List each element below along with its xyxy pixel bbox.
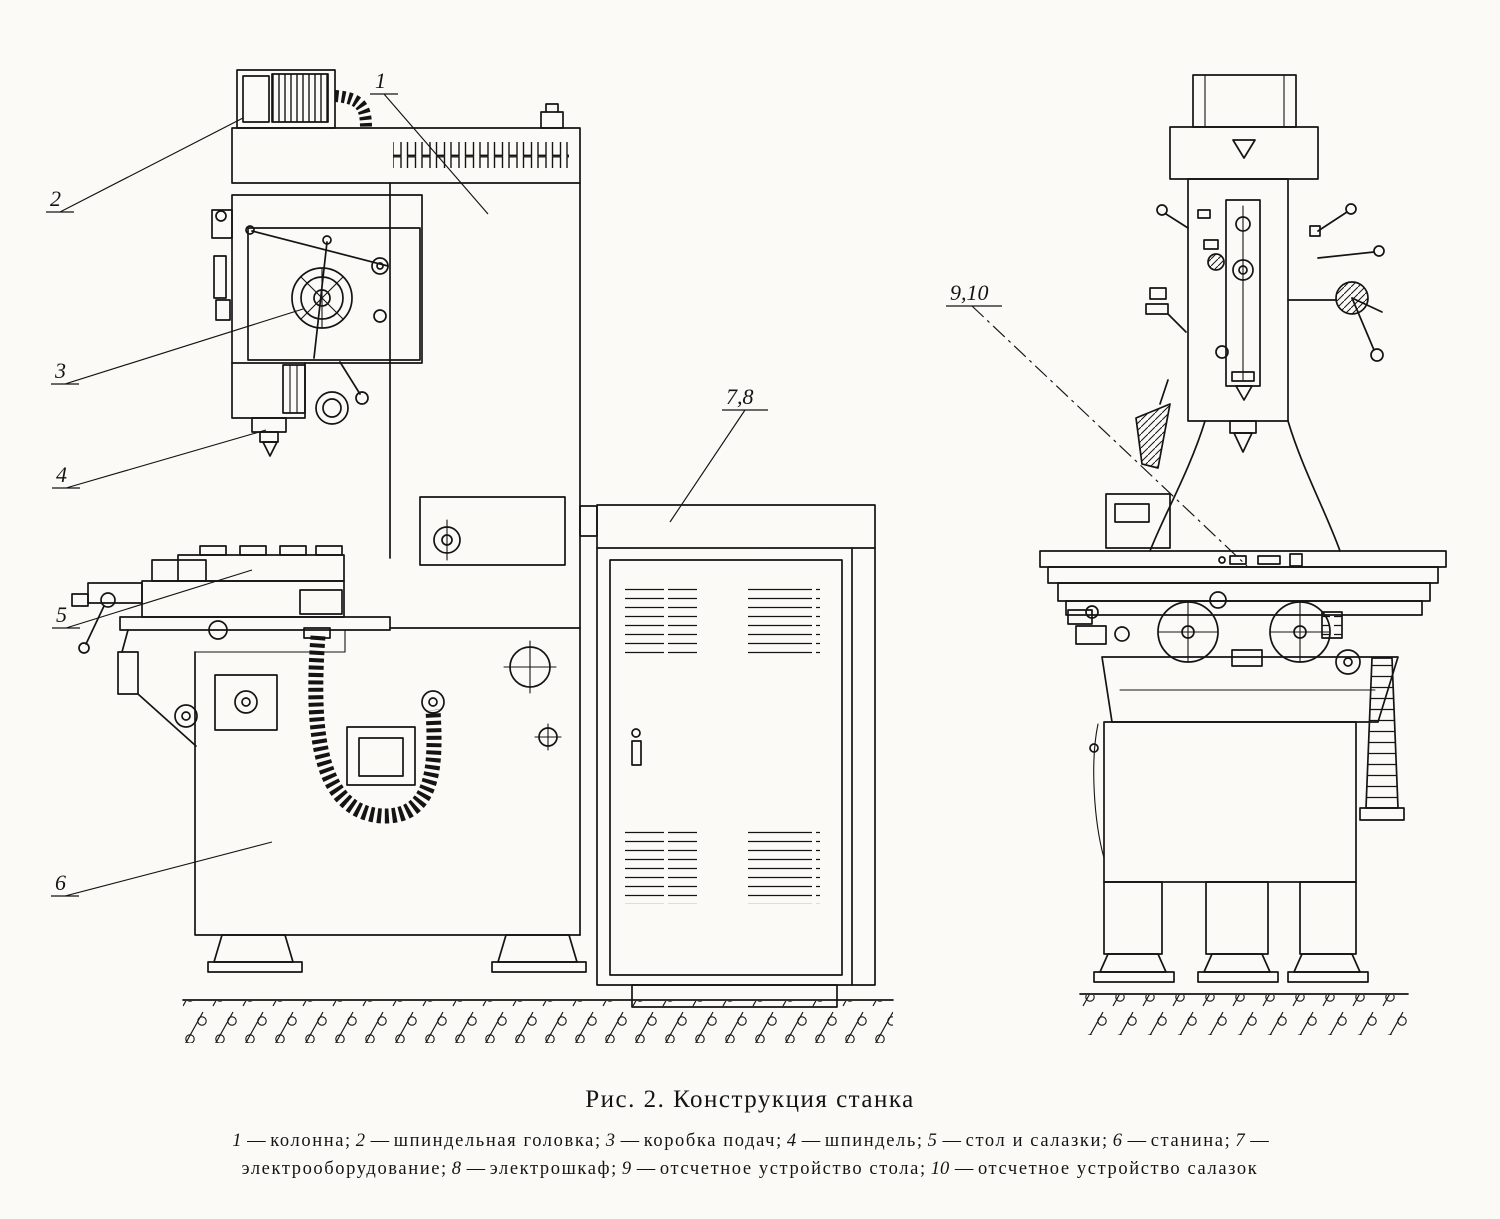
flexible-hose (303, 627, 445, 824)
legend-item: 2 — шпиндельная головка (355, 1131, 595, 1151)
drive-motor (236, 69, 372, 129)
legend-item: 5 — стол и салазки (927, 1131, 1102, 1151)
table-and-saddle (71, 545, 391, 654)
louver-vent (625, 583, 697, 659)
louver-vent (748, 583, 820, 659)
spindle-quill (231, 362, 349, 457)
saddle (141, 580, 345, 618)
spindle-tip-front (1233, 432, 1253, 453)
knee-bracket (117, 629, 278, 747)
table-handwheel-right (1269, 601, 1331, 663)
callout-label-5: 5 (56, 602, 67, 627)
callout-label-6: 6 (55, 870, 66, 895)
cable (1093, 723, 1105, 859)
callout-label-4: 4 (56, 462, 67, 487)
callout-label-3: 3 (54, 358, 66, 383)
elevating-screw-cover (1359, 657, 1405, 821)
column-body (389, 182, 598, 936)
head-left-details (1145, 204, 1189, 333)
table-front (1039, 550, 1447, 675)
louver-vent (625, 828, 697, 904)
base-window (346, 726, 416, 786)
work-table (177, 554, 345, 582)
callout-label-2: 2 (50, 186, 61, 211)
head-front (1187, 178, 1289, 453)
pedestal-front (1089, 721, 1369, 983)
electrical-cabinet (596, 504, 876, 1008)
spindle-head (211, 194, 423, 405)
side-control-box (1105, 493, 1171, 549)
callout-label-1: 1 (375, 68, 386, 93)
legend-item: 4 — шпиндель (786, 1131, 917, 1151)
right-view-front (1039, 74, 1447, 1035)
table-crank-handle (78, 592, 116, 654)
head-right-levers (1287, 203, 1385, 362)
figure-legend: 1 — колонна; 2 — шпиндельная головка; 3 … (168, 1128, 1332, 1184)
legend-item: 7 — электрооборудование (241, 1131, 1269, 1179)
ground-right (1079, 993, 1409, 1035)
column-top-front (1169, 74, 1319, 180)
legend-item: 10 — отсчетное устройство салазок (930, 1158, 1259, 1179)
readout-devices (1218, 553, 1303, 567)
feed-gear (1321, 611, 1343, 639)
column-flare (1149, 420, 1341, 552)
machine-base (194, 629, 587, 973)
motor-conduit (334, 90, 372, 129)
table-handwheel-left (1157, 601, 1219, 663)
door-handle (631, 728, 642, 766)
cabinet-door (609, 559, 843, 976)
lamp-funnel (1135, 379, 1171, 469)
gearbox-levers (245, 225, 389, 405)
base-feet (207, 934, 587, 973)
nameplate-triangle (1232, 139, 1256, 159)
callouts: 1 2 3 4 5 6 7,8 9,10 (46, 68, 1248, 897)
callout-label-7-8: 7,8 (726, 384, 754, 409)
feed-gearbox-handwheel (291, 267, 353, 329)
louver-vent (748, 828, 820, 904)
legend-item: 1 — колонна (232, 1131, 346, 1151)
saddle-front (1057, 582, 1431, 602)
legend-item: 6 — станина (1112, 1131, 1225, 1151)
pedestal-feet (1093, 953, 1369, 983)
left-view-side (71, 69, 894, 1043)
head-left-knobs (211, 209, 233, 321)
callout-label-9-10: 9,10 (950, 280, 989, 305)
ground-left (182, 999, 894, 1043)
legend-item: 9 — отсчетное устройство стола (621, 1158, 920, 1179)
legend-item: 3 — коробка подач (605, 1131, 777, 1151)
vent-slots (393, 142, 569, 168)
legend-item: 8 — электрошкаф (451, 1158, 612, 1179)
spindle-tip (262, 441, 278, 457)
figure-caption: Рис. 2. Конструкция станка (585, 1086, 915, 1113)
column-cap (231, 103, 581, 184)
legend-items: 1 — колонна; 2 — шпиндельная головка; 3 … (232, 1131, 1269, 1179)
